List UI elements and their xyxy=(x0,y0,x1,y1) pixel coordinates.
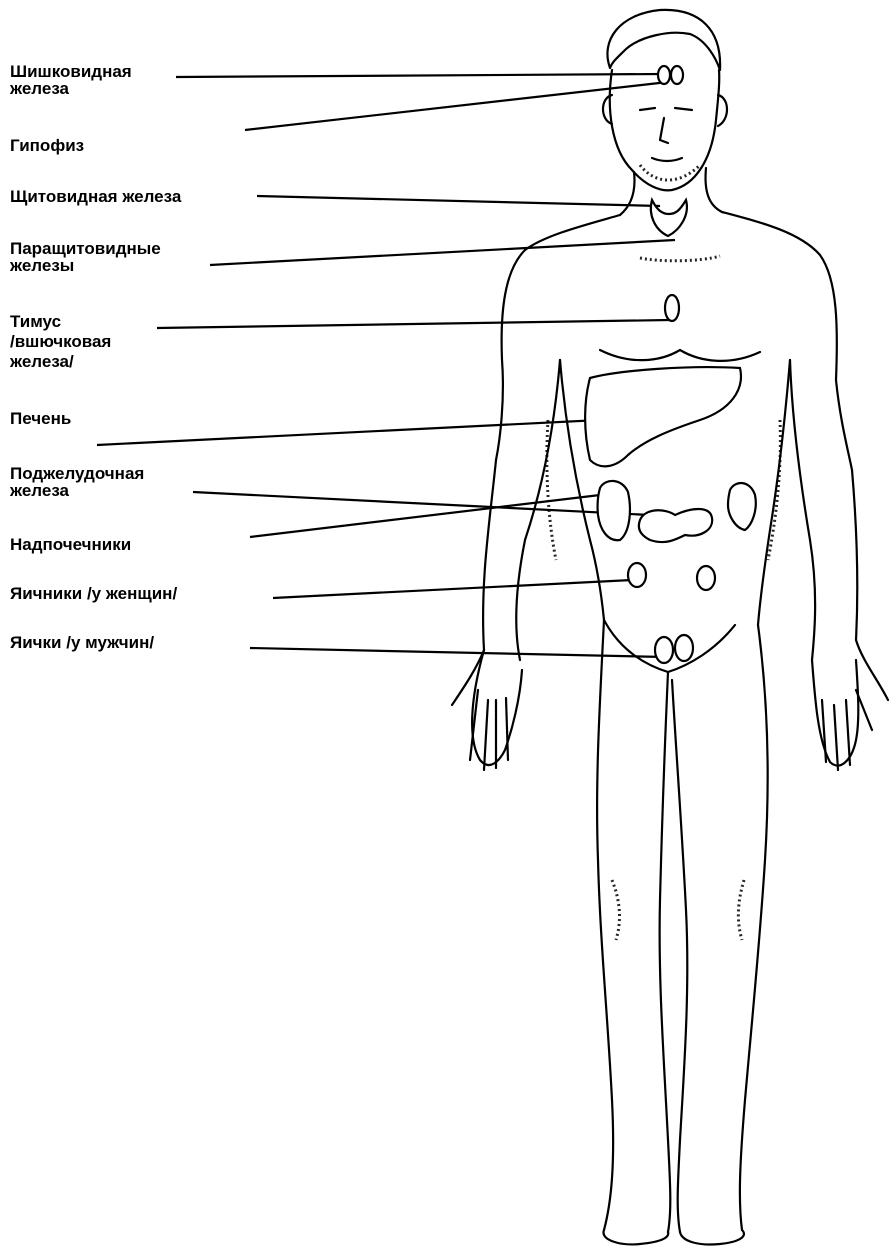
leader-pituitary xyxy=(245,82,668,130)
thyroid-gland xyxy=(651,200,687,236)
neck-left xyxy=(620,172,634,215)
right-knee-shade xyxy=(738,880,744,940)
head-outline xyxy=(610,70,719,190)
mouth xyxy=(652,158,682,161)
leader-liver xyxy=(97,420,600,445)
right-leg-outer xyxy=(740,625,768,1230)
torso-right xyxy=(758,360,790,625)
right-fingers xyxy=(822,690,872,770)
hair xyxy=(607,10,720,70)
human-figure xyxy=(452,10,888,1245)
left-knee-shade xyxy=(612,880,619,940)
adrenal-kidney-left xyxy=(598,481,630,540)
pineal-gland-right xyxy=(671,66,683,84)
left-fingers xyxy=(470,690,508,770)
right-leg-inner xyxy=(672,680,687,1232)
beard-shade xyxy=(640,165,700,180)
eyebrows xyxy=(640,108,692,110)
thymus-gland xyxy=(665,295,679,321)
right-arm-inner xyxy=(790,360,815,660)
leader-pineal xyxy=(176,74,662,77)
leader-ovaries xyxy=(273,580,632,598)
leader-lines xyxy=(97,74,675,657)
ovary-left xyxy=(628,563,646,587)
collar-shade xyxy=(640,256,720,261)
nose xyxy=(660,118,668,143)
pancreas xyxy=(639,509,712,542)
neck-right xyxy=(706,168,722,212)
testis-left xyxy=(655,637,673,663)
leader-thyroid xyxy=(257,196,660,206)
left-side-shade xyxy=(547,420,556,560)
leader-thymus xyxy=(157,320,670,328)
leader-parathyroid xyxy=(210,240,675,265)
left-foot xyxy=(603,1230,668,1244)
liver xyxy=(585,367,741,466)
right-shoulder-arm-upper xyxy=(722,212,852,470)
pectoral-line xyxy=(600,350,760,361)
left-leg-outer xyxy=(597,620,613,1230)
pineal-gland-left xyxy=(658,66,670,84)
left-leg-inner xyxy=(660,672,671,1232)
right-foot xyxy=(680,1230,744,1245)
right-ear xyxy=(718,95,727,126)
glands xyxy=(585,66,756,663)
left-arm-outer xyxy=(452,460,496,705)
testis-right xyxy=(675,635,693,661)
ovary-right xyxy=(697,566,715,590)
adrenal-kidney-right xyxy=(728,483,756,530)
right-side-shade xyxy=(768,420,780,560)
